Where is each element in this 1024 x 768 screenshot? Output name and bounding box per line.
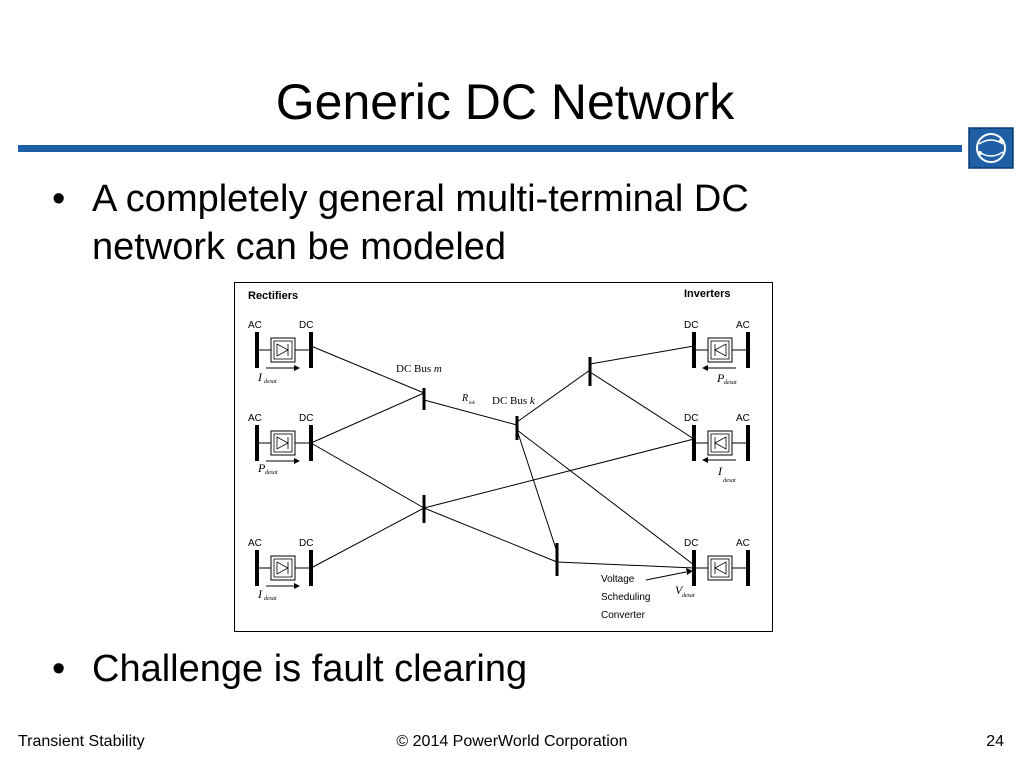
vsc-label-line: Scheduling <box>601 592 650 603</box>
dc-label: DC <box>299 320 313 331</box>
bullet-text-line: Challenge is fault clearing <box>92 648 528 690</box>
dc-bus-k-label: DC Bus k <box>492 395 536 407</box>
ac-label: AC <box>736 538 750 549</box>
ac-label: AC <box>248 538 262 549</box>
footer-left: Transient Stability <box>18 733 145 750</box>
vsc-label-line: Converter <box>601 610 646 621</box>
bullet-marker: • <box>52 178 66 220</box>
control-symbol: I <box>717 464 723 478</box>
bullet-marker: • <box>52 648 66 690</box>
dc-bus-m-label: DC Bus m <box>396 363 442 375</box>
dc-label: DC <box>299 538 313 549</box>
title-rule <box>18 145 962 152</box>
control-subscript: desat <box>265 470 278 476</box>
page-number: 24 <box>986 733 1004 750</box>
inverters-label: Inverters <box>684 288 730 300</box>
control-subscript: desat <box>264 596 277 602</box>
dc-label: DC <box>684 538 698 549</box>
footer-copyright: © 2014 PowerWorld Corporation <box>396 733 628 750</box>
control-subscript: desat <box>723 478 736 484</box>
slide-title: Generic DC Network <box>275 74 735 130</box>
control-symbol: P <box>257 461 266 475</box>
rmk-label: R <box>461 393 468 404</box>
inverter-1: DC AC P desat <box>684 320 750 386</box>
rmk-subscript: mk <box>469 401 476 406</box>
control-subscript: desat <box>724 380 737 386</box>
ac-label: AC <box>248 320 262 331</box>
vsc-label-line: Voltage <box>601 574 635 585</box>
rectifier-2: AC DC P desat <box>248 413 313 476</box>
bullet-text-line: network can be modeled <box>92 226 507 268</box>
ac-label: AC <box>736 413 750 424</box>
inverter-2: DC AC I desat <box>684 413 750 484</box>
control-subscript: desat <box>682 593 695 599</box>
powerworld-logo-icon <box>968 127 1014 169</box>
dc-network-diagram: Rectifiers Inverters AC DC I desat AC DC… <box>234 282 773 632</box>
control-symbol: I <box>257 370 263 384</box>
rectifiers-label: Rectifiers <box>248 290 298 302</box>
bullet-text-line: A completely general multi-terminal DC <box>92 178 749 220</box>
inverter-3: DC AC V desat <box>675 538 750 599</box>
dc-label: DC <box>684 320 698 331</box>
ac-label: AC <box>248 413 262 424</box>
control-symbol: V <box>675 583 684 597</box>
vsc-annotation: Voltage Scheduling Converter <box>601 568 693 621</box>
rectifier-1: AC DC I desat <box>248 320 313 385</box>
dc-label: DC <box>299 413 313 424</box>
dc-lines <box>310 345 695 569</box>
dc-label: DC <box>684 413 698 424</box>
control-subscript: desat <box>264 379 277 385</box>
control-symbol: I <box>257 587 263 601</box>
control-symbol: P <box>716 371 725 385</box>
ac-label: AC <box>736 320 750 331</box>
